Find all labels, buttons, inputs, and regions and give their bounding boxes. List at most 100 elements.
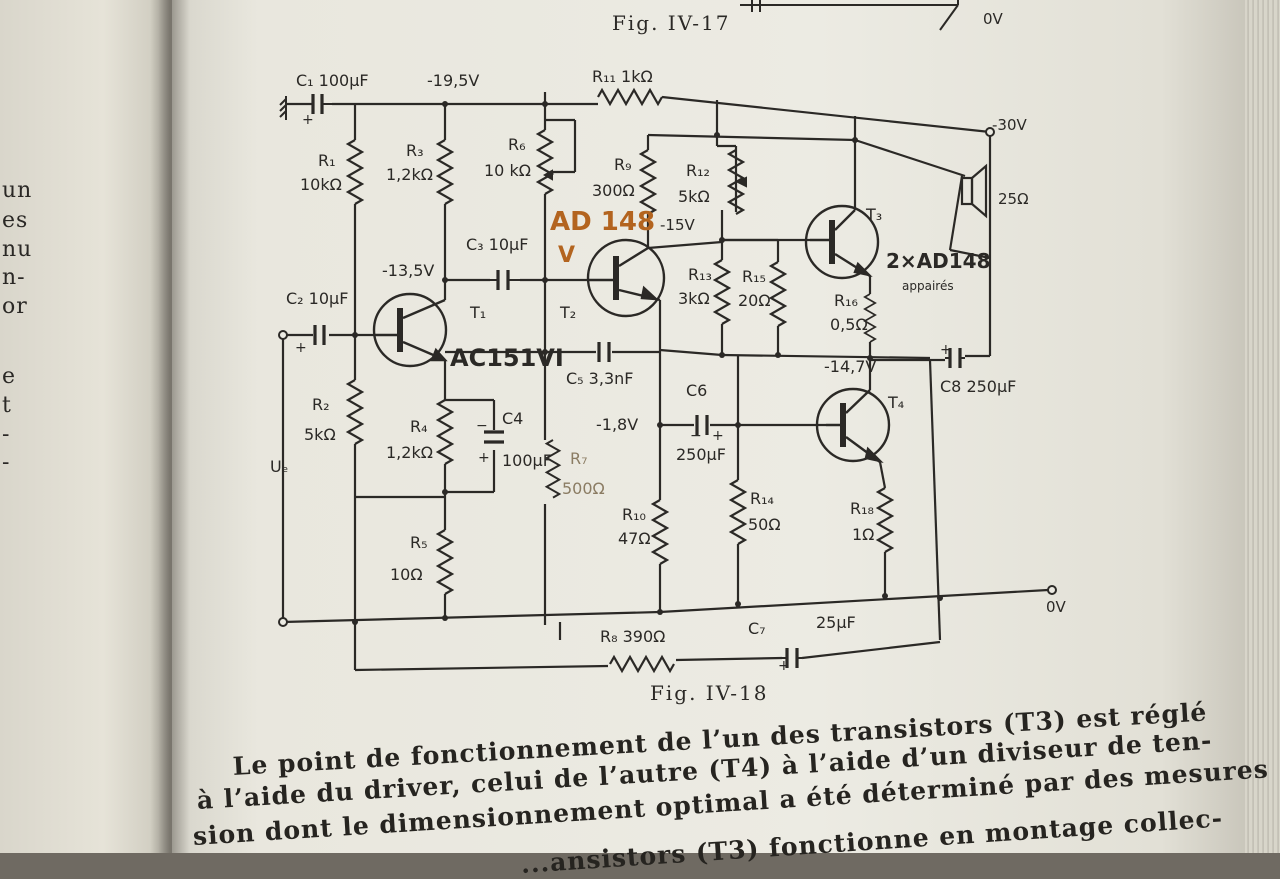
label-r14-value: 50Ω [748, 515, 781, 534]
resistor-r18 [876, 486, 894, 554]
page-edges [1245, 0, 1280, 853]
label-r11: R₁₁ 1kΩ [592, 67, 653, 86]
margin-fragment: e [2, 364, 17, 389]
label-r15-value: 20Ω [738, 291, 771, 310]
resistor-r11 [596, 88, 664, 106]
label-minus-14-7v: -14,7V [824, 357, 876, 376]
input-ground-terminal [278, 617, 288, 627]
label-speaker-impedance: 25Ω [998, 190, 1029, 208]
margin-fragment: un [2, 178, 33, 203]
margin-fragment: es [2, 208, 29, 233]
transistor-t2 [586, 238, 666, 318]
label-pair-type: 2×AD148 [886, 249, 991, 273]
book-gutter [150, 0, 190, 853]
transistor-t3 [804, 204, 880, 280]
margin-fragment: - [2, 422, 11, 447]
label-t4: T₄ [887, 393, 904, 412]
left-page: un es nu n- or e t - - [0, 0, 172, 853]
label-r13: R₁₃ [688, 265, 712, 284]
label-r9: R₉ [614, 155, 632, 174]
label-t2-type: AD 148 [550, 207, 655, 237]
capacitor-c7 [782, 648, 802, 668]
label-c6: C6 [686, 381, 707, 400]
resistor-r9 [639, 148, 657, 216]
margin-fragment: n- [2, 265, 26, 290]
label-c4-value: 100µF [502, 451, 552, 470]
resistor-r13 [713, 258, 731, 326]
zero-volt-terminal [1047, 585, 1057, 595]
label-t1: T₁ [469, 303, 486, 322]
margin-fragment: - [2, 450, 11, 475]
label-t2-suffix: V [558, 243, 575, 268]
label-r16: R₁₆ [834, 291, 858, 310]
resistor-r3 [436, 138, 454, 206]
label-c3: C₃ 10µF [466, 235, 528, 254]
label-r5: R₅ [410, 533, 428, 552]
resistor-r2 [346, 378, 364, 446]
label-r7-value: 500Ω [562, 479, 605, 498]
terminals [278, 127, 1057, 627]
resistor-r8 [608, 655, 676, 673]
capacitor-c3 [490, 270, 520, 290]
label-r15: R₁₅ [742, 267, 766, 286]
label-input-voltage: Uₑ [270, 457, 288, 476]
capacitor-c6 [695, 415, 709, 435]
label-r5-value: 10Ω [390, 565, 423, 584]
label-minus-13-5v: -13,5V [382, 261, 434, 280]
label-r2-value: 5kΩ [304, 425, 336, 444]
label-c4: C4 [502, 409, 523, 428]
label-c7-value: 25µF [816, 613, 856, 632]
c8-polarity-plus: + [940, 342, 952, 358]
label-minus-15v: -15V [660, 216, 695, 234]
label-r7: R₇ [570, 449, 588, 468]
c7-polarity-plus: + [778, 658, 790, 674]
resistor-r15 [769, 260, 787, 328]
label-minus-30v: -30V [992, 116, 1027, 134]
label-r8: R₈ 390Ω [600, 627, 665, 646]
c2-polarity: + [295, 340, 307, 356]
label-c1: C₁ 100µF [296, 71, 369, 90]
label-r1: R₁ [318, 151, 336, 170]
fig-iv-17-fragment [740, 0, 959, 31]
capacitors [311, 94, 965, 668]
capacitor-c5 [597, 342, 611, 362]
label-r6: R₆ [508, 135, 526, 154]
margin-fragment: or [2, 294, 28, 319]
label-r13-value: 3kΩ [678, 289, 710, 308]
label-r6-value: 10 kΩ [484, 161, 531, 180]
fig-iv-17-caption: Fig. IV-17 [612, 11, 731, 35]
label-c7: C₇ [748, 619, 766, 638]
potentiometer-arrows [542, 169, 747, 188]
transistor-t1 [372, 292, 448, 368]
speaker-icon [960, 163, 988, 219]
input-terminal [278, 330, 288, 340]
label-minus-19-5v: -19,5V [427, 71, 479, 90]
label-r9-value: 300Ω [592, 181, 635, 200]
c4-polarity-plus: + [478, 450, 490, 466]
label-r4: R₄ [410, 417, 428, 436]
label-r4-value: 1,2kΩ [386, 443, 433, 462]
ground-icon [279, 96, 287, 120]
resistor-r14 [729, 478, 747, 546]
label-t2: T₂ [559, 303, 576, 322]
wiring [281, 92, 1049, 672]
label-r3: R₃ [406, 141, 424, 160]
c6-polarity-plus: + [712, 428, 724, 444]
label-r14: R₁₄ [750, 489, 774, 508]
label-r10: R₁₀ [622, 505, 646, 524]
fig17-zero-volt-label: 0V [983, 10, 1004, 28]
resistor-r5 [436, 528, 454, 596]
label-r3-value: 1,2kΩ [386, 165, 433, 184]
label-r18-value: 1Ω [852, 525, 874, 544]
amplifier-schematic: 0V Fig. IV-17 [270, 0, 1067, 705]
capacitor-c2 [313, 325, 326, 345]
label-r12-value: 5kΩ [678, 187, 710, 206]
label-t1-type: AC151VI [450, 344, 564, 372]
transistor-t4 [815, 387, 891, 464]
c6-polarity-minus: − [690, 428, 702, 444]
label-r10-value: 47Ω [618, 529, 651, 548]
label-minus-1-8v: -1,8V [596, 415, 638, 434]
label-c6-value: 250µF [676, 445, 726, 464]
capacitor-c1 [311, 94, 332, 114]
label-pair-note: appairés [902, 279, 954, 293]
